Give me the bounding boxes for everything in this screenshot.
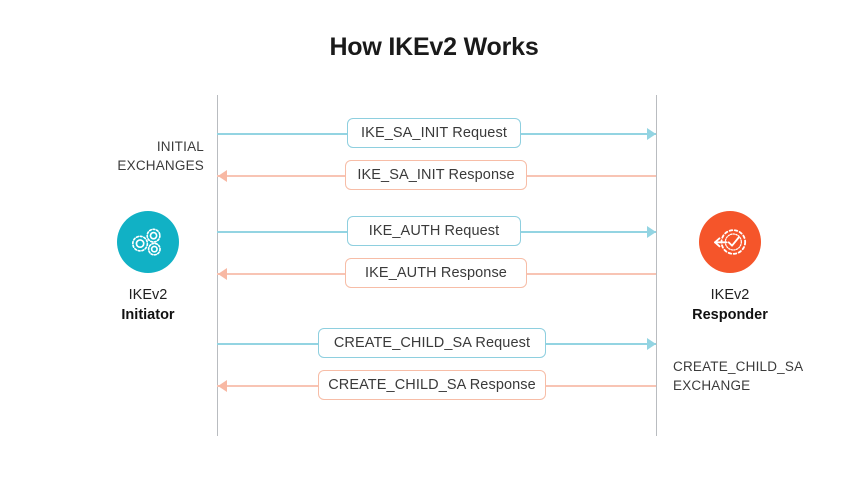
message-line-left <box>217 175 345 177</box>
message-box: CREATE_CHILD_SA Response <box>318 370 546 400</box>
lifeline-responder <box>656 95 657 436</box>
actor-initiator-circle <box>117 211 179 273</box>
message-row: IKE_AUTH Response <box>0 258 868 290</box>
arrowhead-left-icon <box>218 268 227 280</box>
arrowhead-right-icon <box>647 226 656 238</box>
message-row: CREATE_CHILD_SA Response <box>0 370 868 402</box>
arrowhead-left-icon <box>218 170 227 182</box>
message-line-left <box>217 133 347 135</box>
actor-initiator-role: Initiator <box>121 307 175 323</box>
group-label-initial-exchanges: INITIAL EXCHANGES <box>117 139 204 173</box>
message-line-right <box>521 133 656 135</box>
message-box: IKE_SA_INIT Request <box>347 118 521 148</box>
message-line-right <box>521 231 656 233</box>
message-box: IKE_AUTH Request <box>347 216 521 246</box>
gears-icon <box>129 223 167 261</box>
actor-responder-circle <box>699 211 761 273</box>
actor-responder: IKEv2 Responder <box>660 211 800 325</box>
message-row: CREATE_CHILD_SA Request <box>0 328 868 360</box>
message-box: CREATE_CHILD_SA Request <box>318 328 546 358</box>
message-line-left <box>217 385 318 387</box>
message-line-left <box>217 273 345 275</box>
actor-initiator: IKEv2 Initiator <box>78 211 218 325</box>
message-line-left <box>217 231 347 233</box>
arrowhead-left-icon <box>218 380 227 392</box>
lifeline-initiator <box>217 95 218 436</box>
message-line-right <box>527 175 656 177</box>
gear-check-arrow-icon <box>710 222 750 262</box>
actor-responder-role: Responder <box>692 307 768 323</box>
actor-responder-name: IKEv2 <box>710 287 750 303</box>
message-line-right <box>546 385 656 387</box>
actor-initiator-name: IKEv2 <box>128 287 168 303</box>
arrowhead-right-icon <box>647 128 656 140</box>
message-row: IKE_SA_INIT Response <box>0 160 868 192</box>
message-box: IKE_AUTH Response <box>345 258 527 288</box>
message-line-right <box>527 273 656 275</box>
message-row: IKE_AUTH Request <box>0 216 868 248</box>
message-line-right <box>546 343 656 345</box>
message-box: IKE_SA_INIT Response <box>345 160 527 190</box>
page-title: How IKEv2 Works <box>329 33 539 61</box>
message-row: IKE_SA_INIT Request <box>0 118 868 150</box>
arrowhead-right-icon <box>647 338 656 350</box>
message-line-left <box>217 343 318 345</box>
group-label-create-child-sa-exchange: CREATE_CHILD_SA EXCHANGE <box>673 359 804 393</box>
